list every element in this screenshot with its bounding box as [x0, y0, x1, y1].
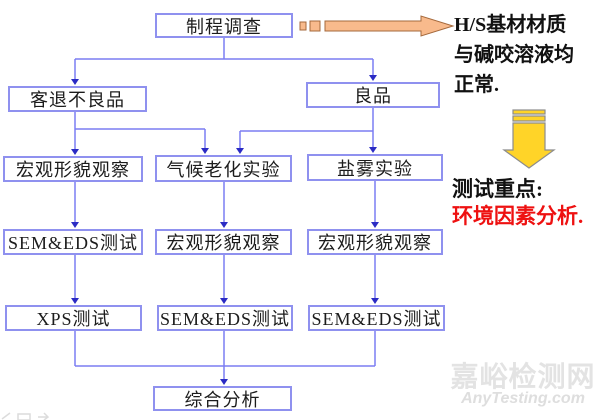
node-process-survey: 制程调查 [155, 13, 293, 38]
node-returned-defect: 客退不良品 [8, 86, 147, 112]
node-climate-aging-test: 气候老化实验 [155, 155, 292, 182]
flow-connectors [74, 38, 376, 379]
node-good-sample: 良品 [306, 82, 440, 108]
node-macro-observation-mid: 宏观形貌观察 [155, 229, 292, 255]
watermark-site-domain: AnyTesting.com [461, 390, 585, 407]
survey-result-line: 与碱咬溶液均 [454, 44, 574, 66]
dashed-right-arrow-icon [299, 15, 455, 37]
test-focus-highlight: 环境因素分析. [452, 204, 584, 228]
survey-result-note: H/S基材材质 与碱咬溶液均 正常. [454, 10, 600, 100]
down-arrow-icon [502, 109, 556, 169]
cropped-toolbar-artifact [1, 412, 50, 420]
watermark-site-name: 嘉峪检测网 [450, 361, 596, 392]
node-final-analysis: 综合分析 [153, 386, 292, 411]
survey-result-line: H/S基材材质 [454, 14, 567, 36]
node-xps-test: XPS测试 [5, 305, 142, 331]
survey-result-line: 正常. [454, 74, 499, 96]
node-salt-spray-test: 盐雾实验 [307, 154, 443, 181]
node-macro-observation-right: 宏观形貌观察 [307, 229, 443, 255]
test-focus-label: 测试重点: [452, 177, 543, 201]
node-sem-eds-right: SEM&EDS测试 [308, 305, 445, 331]
flow-arrowheads [71, 75, 379, 385]
node-macro-observation-left: 宏观形貌观察 [3, 156, 143, 182]
node-sem-eds-left: SEM&EDS测试 [3, 229, 143, 255]
node-sem-eds-mid: SEM&EDS测试 [157, 305, 293, 331]
